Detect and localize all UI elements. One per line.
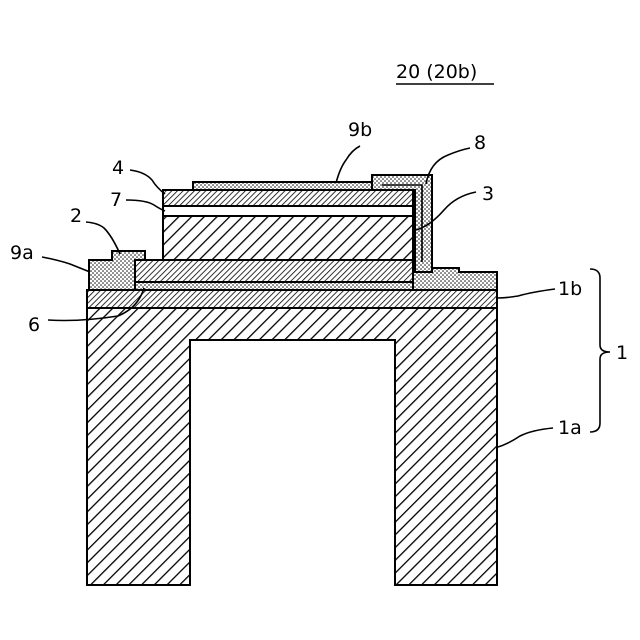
label-2: 2 [70,205,82,227]
leader-9b [336,146,360,183]
leader-9a [42,257,90,272]
label-9b: 9b [348,119,372,141]
leader-7 [126,200,165,211]
substrate-1a [87,308,497,585]
leader-2 [86,222,120,254]
upper-electrode-4 [163,190,413,206]
electrode-9b-top [193,182,372,190]
label-4: 4 [112,157,124,179]
label-1a: 1a [558,417,582,439]
lower-electrode-2 [135,260,413,282]
label-3: 3 [482,183,494,205]
label-1: 1 [616,342,628,364]
leader-4 [130,170,165,194]
label-8: 8 [474,132,486,154]
layer-7 [163,206,413,216]
leader-1a [498,428,553,447]
layer-6 [135,282,413,290]
figure-title: 20 (20b) [396,61,477,83]
label-1b: 1b [558,278,582,300]
leader-1b [497,289,555,298]
bracket-1 [590,269,610,432]
layer-1b [87,290,497,308]
piezo-layer-3 [163,216,413,260]
label-6: 6 [28,314,40,336]
label-7: 7 [110,189,122,211]
label-9a: 9a [10,242,34,264]
